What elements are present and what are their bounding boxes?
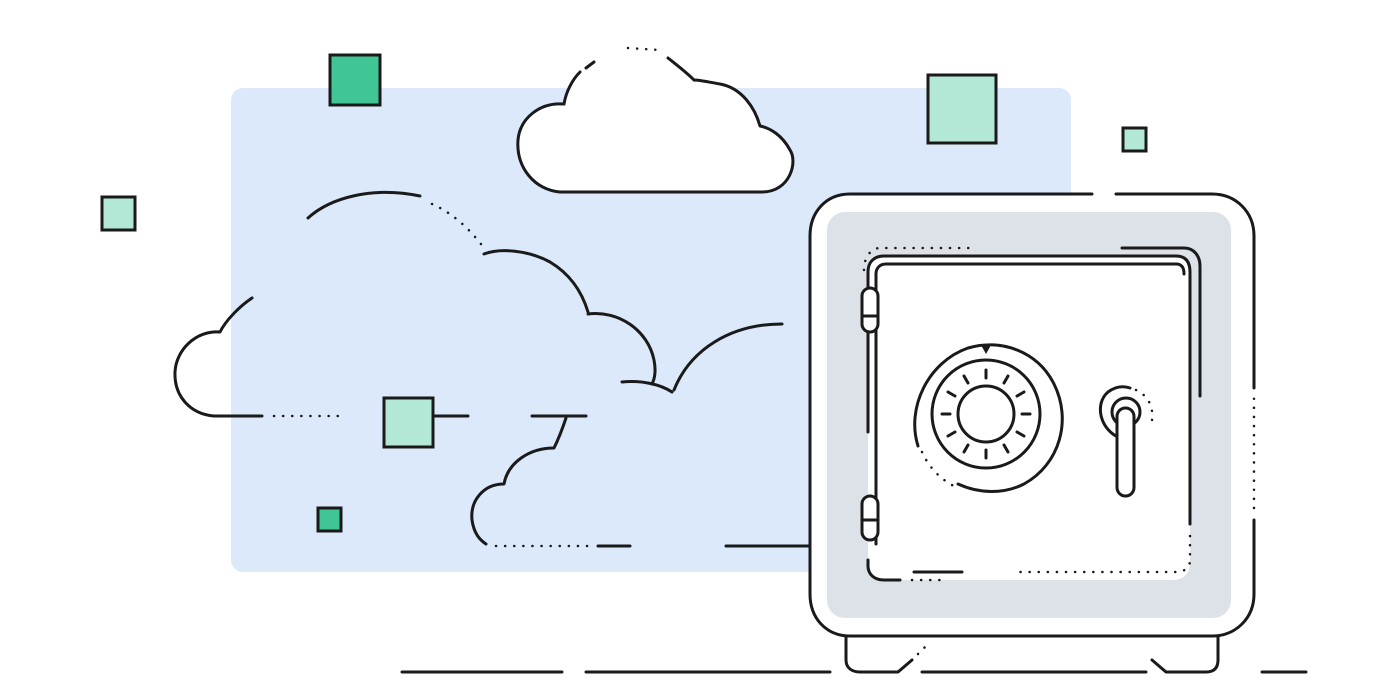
- top-cloud-icon: [516, 46, 795, 194]
- safe-hinge: [860, 286, 880, 334]
- mint-square: [100, 195, 137, 232]
- dial-icon: [913, 343, 1064, 493]
- safe-hinge: [860, 494, 880, 542]
- safe-foot: [1150, 632, 1220, 674]
- bottom-cloud-icon: [470, 322, 814, 548]
- mint-square: [382, 396, 435, 449]
- green-square: [328, 53, 382, 107]
- left-cloud-icon: [173, 190, 657, 418]
- safe-foot: [844, 632, 914, 674]
- mint-square: [926, 73, 998, 145]
- mint-square: [1121, 126, 1148, 153]
- green-square: [316, 506, 343, 533]
- handle-icon: [1098, 385, 1154, 498]
- safe-icon: [808, 192, 1256, 674]
